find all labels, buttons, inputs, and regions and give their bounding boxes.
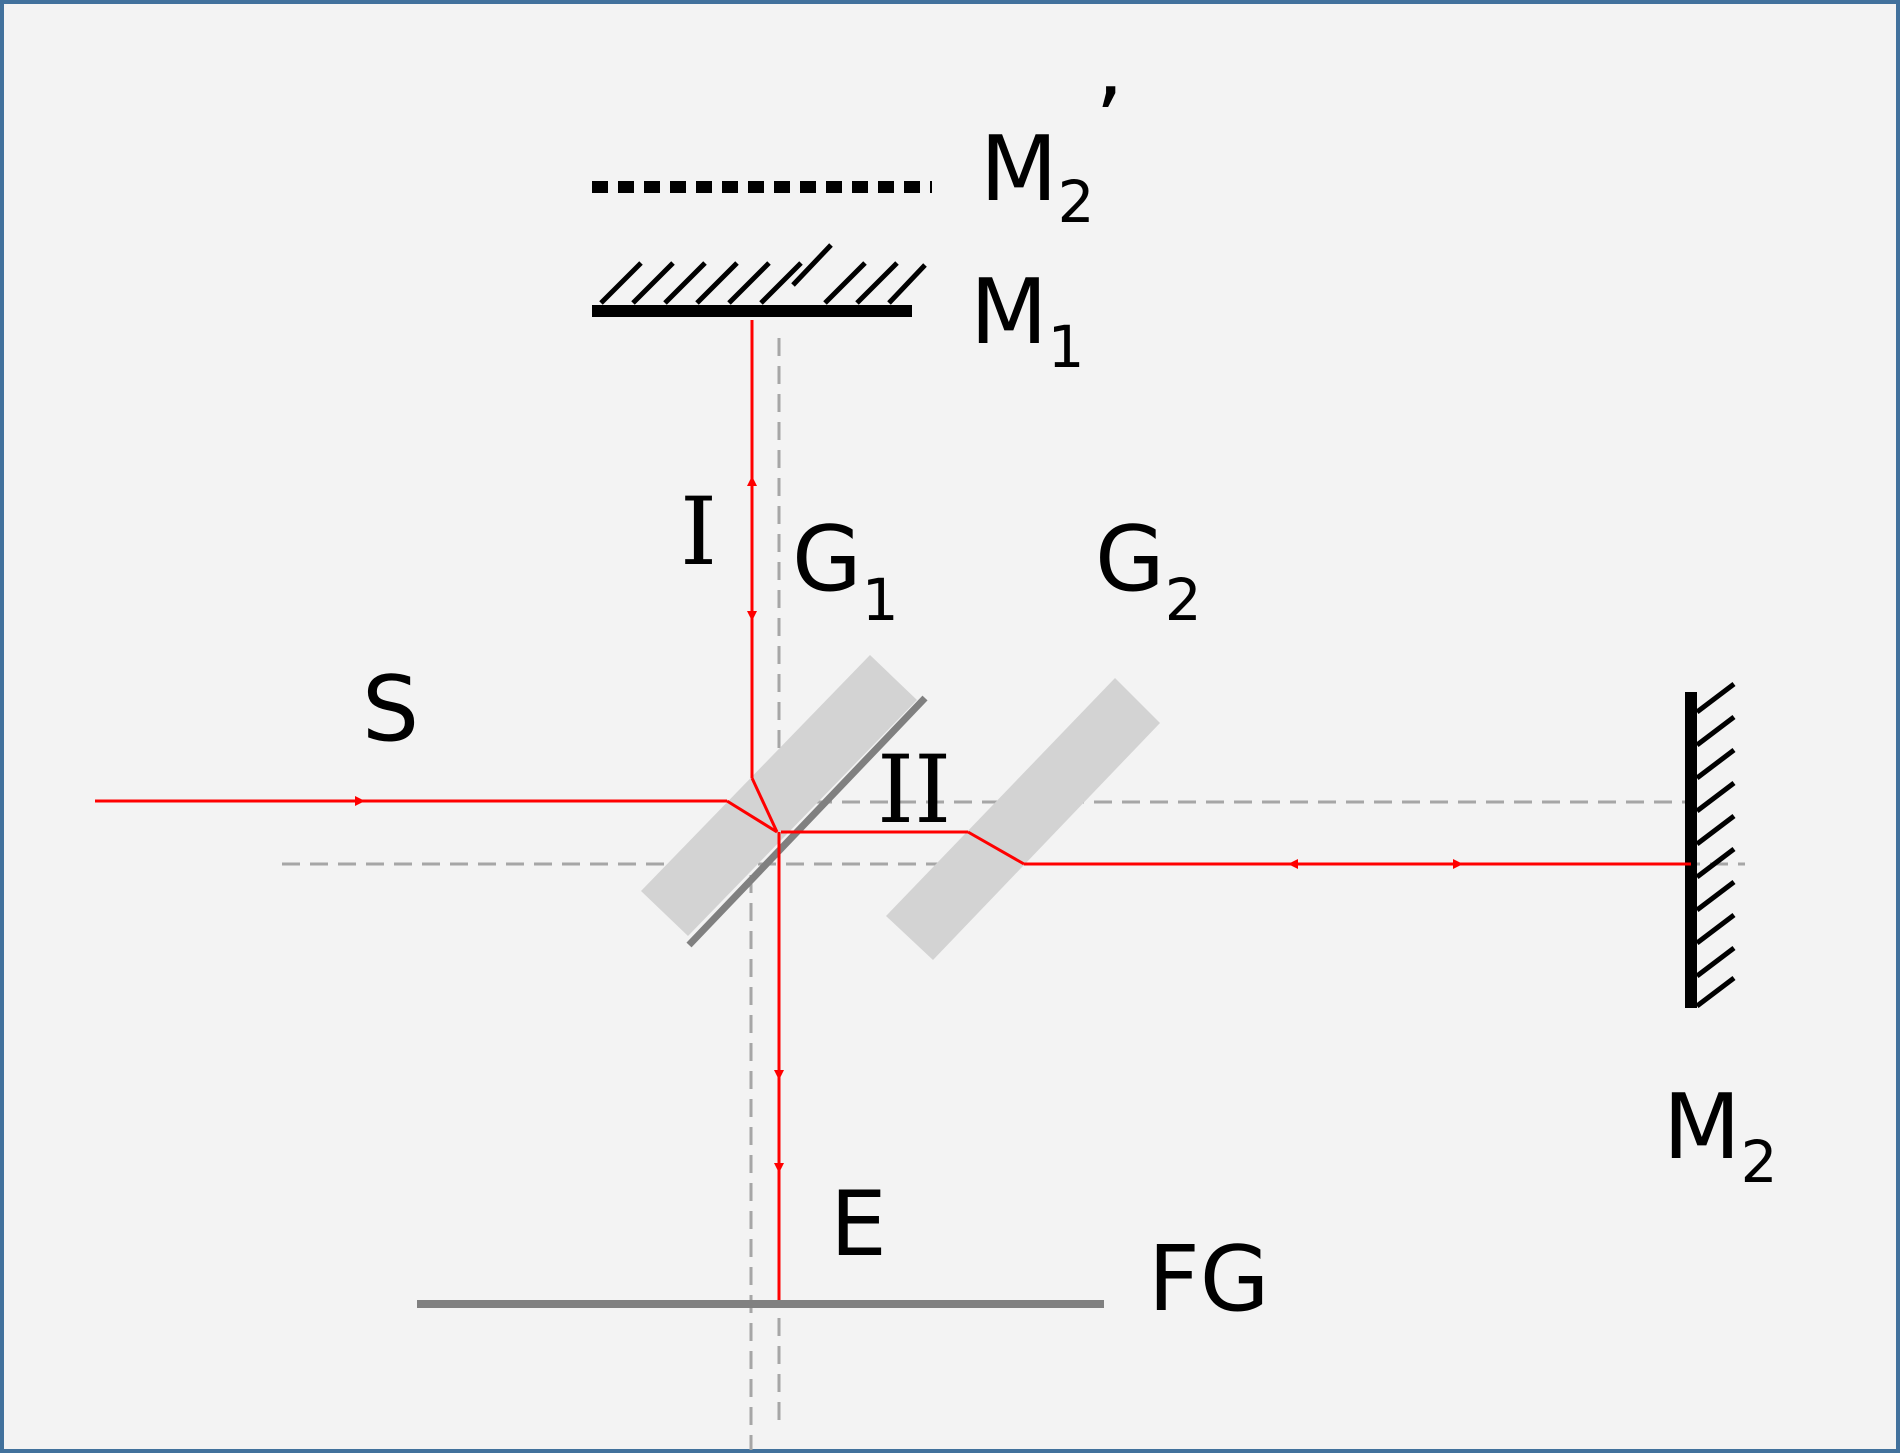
label-eye-e: E [830,1172,887,1277]
mirror-m1 [592,243,927,317]
label-g2: G2 [1095,507,1202,634]
label-g1: G1 [792,507,899,634]
label-beam-one: I [680,478,717,587]
beam-splitter-g1 [641,655,928,948]
label-beam-two: II [877,736,951,845]
label-m2-prime: M2’ [980,69,1123,236]
mirror-m2 [1685,682,1736,1008]
label-screen-fg: FG [1148,1227,1270,1332]
g1-glass-plate [641,655,917,936]
compensator-plate-g2 [886,678,1160,960]
label-m2: M2 [1663,1075,1778,1196]
light-beams [95,320,1691,1300]
label-source-s: S [362,657,419,762]
g1-half-silvered-surface [686,695,928,948]
label-m1: M1 [970,260,1085,381]
